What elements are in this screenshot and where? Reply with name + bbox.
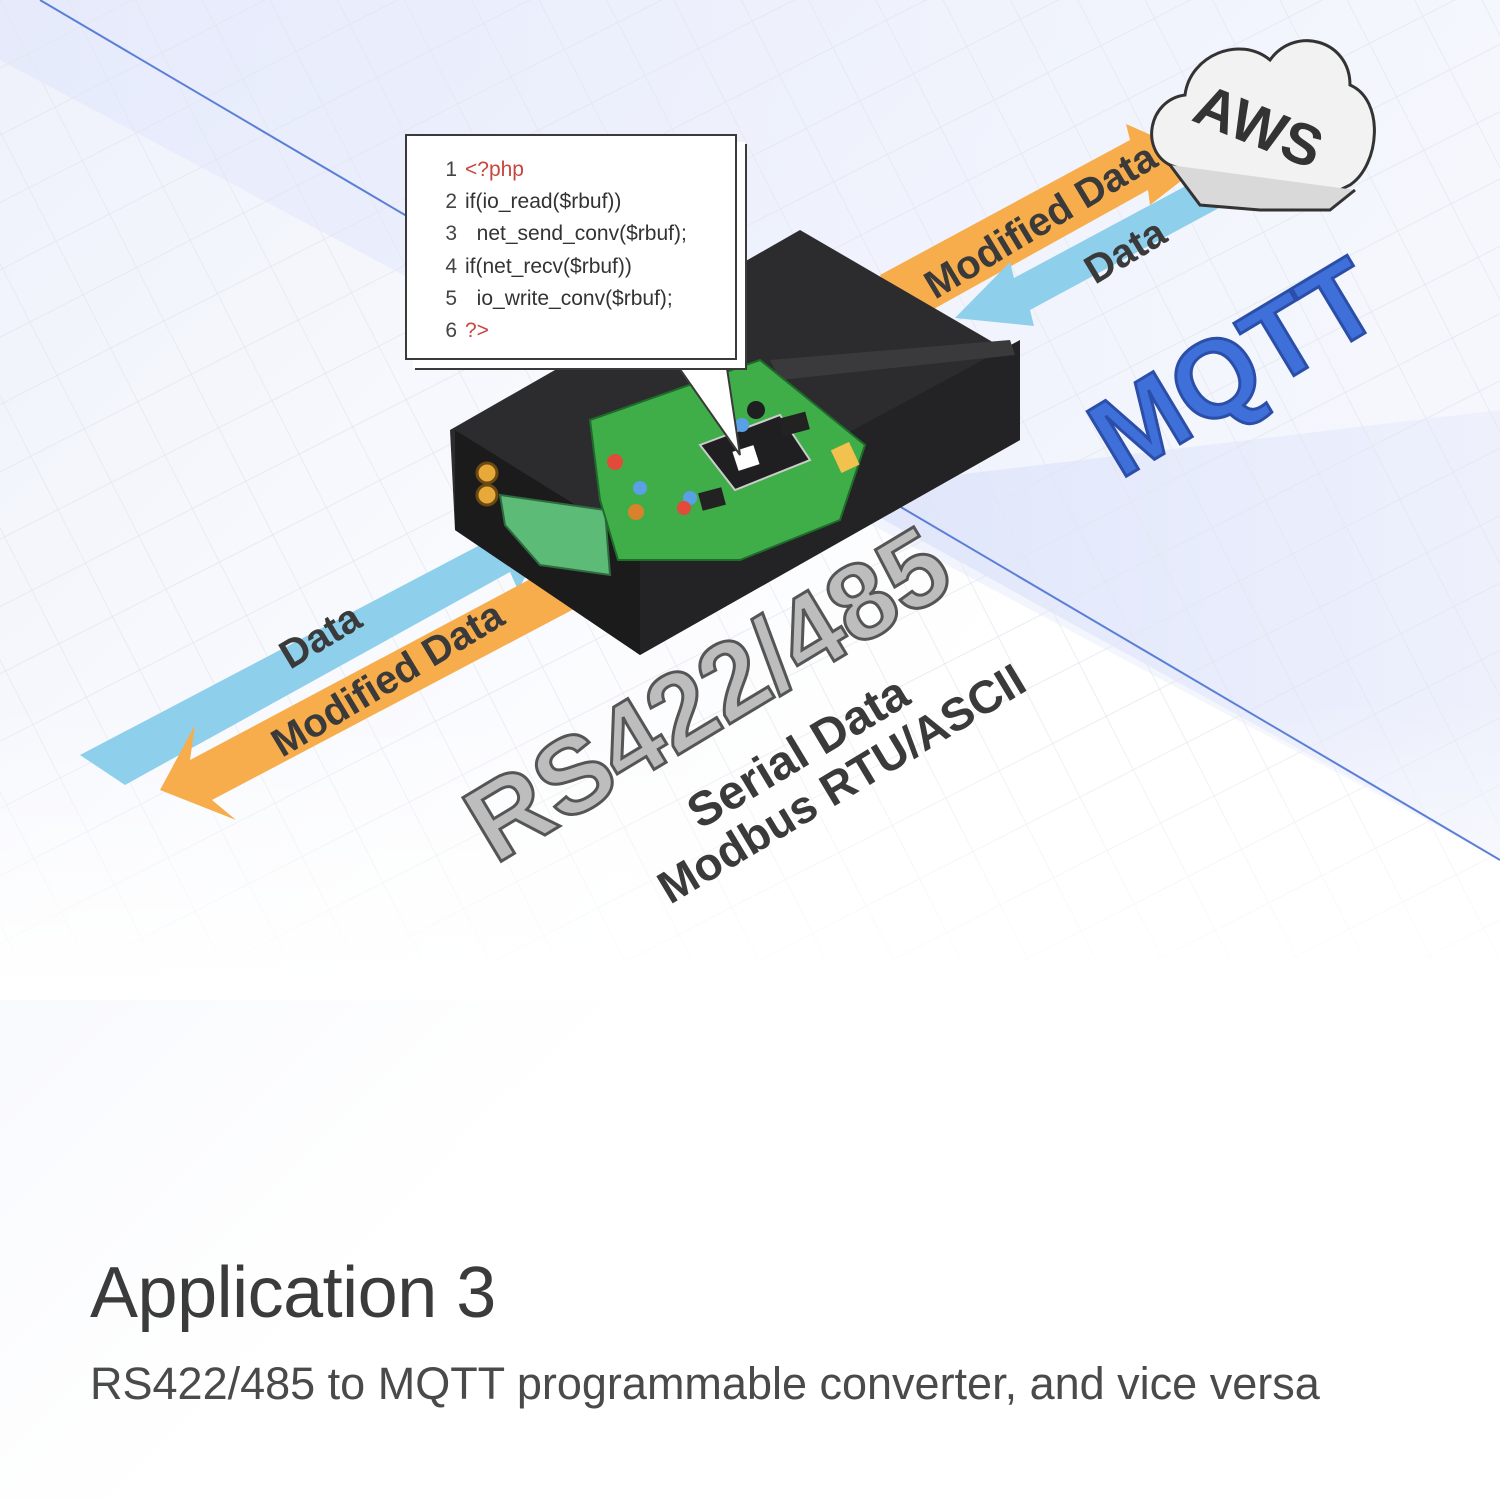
terminal-block: [498, 493, 612, 577]
blue-capacitor: [633, 481, 647, 495]
pin-header: [830, 441, 860, 474]
line-number: 1: [445, 158, 457, 182]
caption-title: Application 3: [90, 1253, 496, 1333]
line-number: 3: [445, 222, 457, 246]
code-line: 5 io_write_conv($rbuf);: [437, 283, 735, 315]
aws-cloud-icon: AWS: [1150, 39, 1376, 212]
code-text: ?>: [465, 319, 489, 343]
led-indicator-top: [475, 461, 499, 485]
code-line: 2 if(io_read($rbuf)): [437, 186, 735, 218]
code-line: 1 <?php: [437, 154, 735, 186]
code-text: net_send_conv($rbuf);: [465, 222, 687, 246]
code-line: 4 if(net_recv($rbuf)): [437, 251, 735, 283]
code-text: io_write_conv($rbuf);: [465, 286, 673, 310]
line-number: 2: [445, 190, 457, 214]
code-text: if(io_read($rbuf)): [465, 190, 622, 214]
chip-small-1: [778, 411, 810, 437]
code-text: <?php: [465, 158, 524, 182]
code-line: 3 net_send_conv($rbuf);: [437, 218, 735, 250]
code-snippet-box: 1 <?php 2 if(io_read($rbuf)) 3 net_send_…: [405, 134, 737, 360]
caption-subtitle: RS422/485 to MQTT programmable converter…: [90, 1358, 1320, 1409]
red-led: [607, 454, 623, 470]
line-number: 5: [445, 286, 457, 310]
led-indicator-bottom: [475, 483, 499, 507]
code-text: if(net_recv($rbuf)): [465, 254, 632, 278]
line-number: 6: [445, 319, 457, 343]
code-line: 6 ?>: [437, 315, 735, 347]
chip-small-2: [698, 487, 726, 511]
line-number: 4: [445, 254, 457, 278]
